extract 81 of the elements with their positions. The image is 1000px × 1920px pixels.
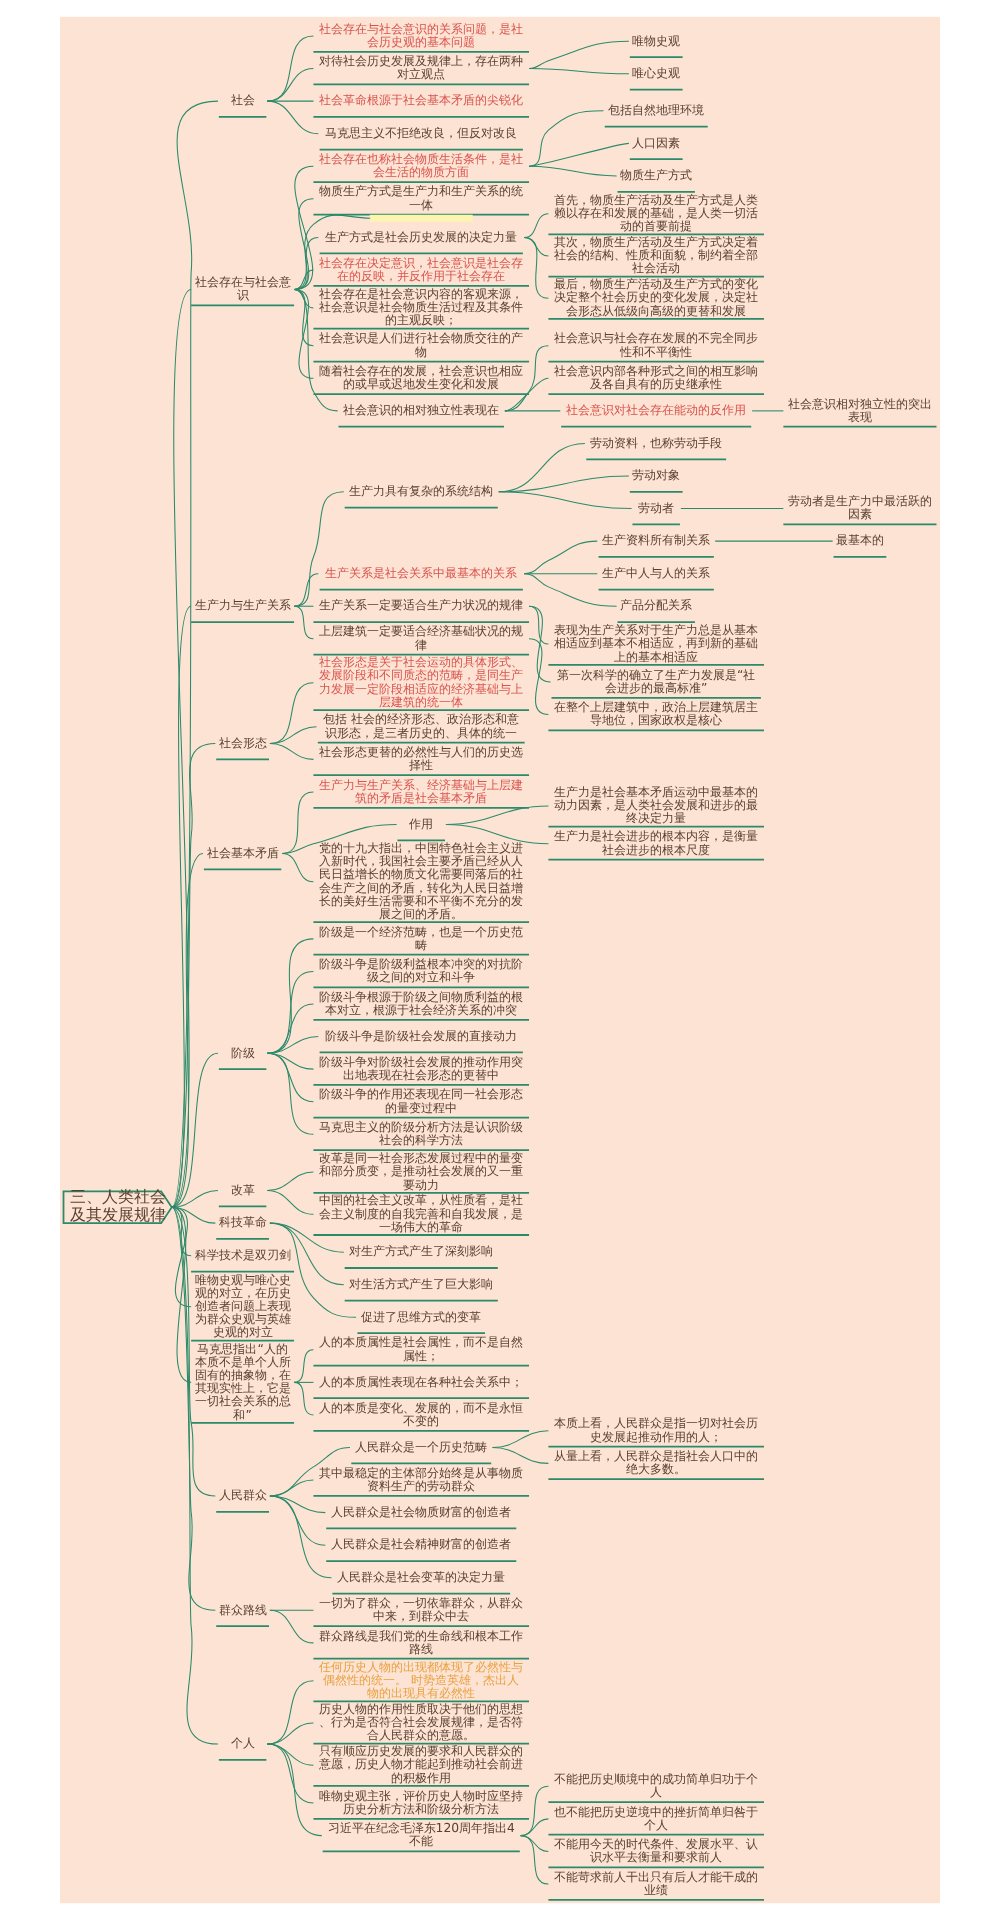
connector <box>266 1743 323 1837</box>
connector <box>269 1479 314 1497</box>
connector <box>528 40 630 70</box>
connector <box>269 682 314 745</box>
connector <box>293 214 371 290</box>
connector <box>266 100 314 102</box>
connector <box>266 938 314 1054</box>
connector <box>269 1609 314 1644</box>
connector <box>266 35 314 102</box>
connector <box>528 110 604 167</box>
connector <box>293 165 314 290</box>
connector <box>171 1206 216 1611</box>
connector <box>523 213 549 239</box>
connector <box>520 1818 549 1837</box>
connector <box>269 1222 357 1318</box>
connector <box>281 791 314 855</box>
connector <box>171 1206 216 1497</box>
connector <box>266 1722 314 1745</box>
connector <box>714 540 834 542</box>
connector <box>171 1206 192 1383</box>
connector <box>528 605 552 683</box>
connector <box>293 237 319 290</box>
connector <box>293 1349 314 1383</box>
connector <box>269 1222 345 1286</box>
connector <box>269 726 318 745</box>
connector <box>293 198 314 290</box>
connector <box>171 288 192 1208</box>
connector <box>504 410 561 412</box>
connector <box>504 377 549 412</box>
connector <box>751 410 784 412</box>
connector <box>266 1190 314 1215</box>
connector <box>293 288 314 379</box>
connector <box>171 1206 192 1308</box>
connector <box>171 743 216 1208</box>
connector <box>266 68 314 102</box>
connector <box>266 970 314 1054</box>
connector <box>293 288 339 412</box>
connector <box>171 605 192 1208</box>
connector <box>523 540 598 575</box>
connector <box>293 573 319 607</box>
connector <box>171 100 219 1208</box>
connector <box>266 1052 314 1135</box>
connector <box>492 1447 549 1464</box>
connector <box>528 165 618 177</box>
connector <box>266 1003 314 1054</box>
connector <box>528 68 630 75</box>
connector <box>281 853 314 883</box>
connector <box>171 1052 219 1208</box>
connector <box>523 573 598 575</box>
connector <box>520 1835 549 1885</box>
connector <box>269 1447 351 1497</box>
connector <box>171 1190 219 1208</box>
connector <box>266 1036 319 1054</box>
connector <box>269 1222 345 1253</box>
connector <box>528 638 549 715</box>
connector <box>293 605 314 640</box>
connector <box>171 1206 219 1745</box>
connector <box>171 853 204 1208</box>
connector <box>293 269 314 290</box>
connector <box>528 605 549 645</box>
connector <box>269 1495 332 1579</box>
connector <box>520 1785 549 1837</box>
connector <box>293 491 345 607</box>
connector <box>266 1680 314 1745</box>
connector <box>523 237 549 257</box>
connector <box>293 1381 314 1383</box>
connector <box>269 743 314 760</box>
node-bar <box>369 214 473 222</box>
connector <box>445 823 549 845</box>
connector <box>528 142 630 167</box>
connector <box>680 508 784 510</box>
connector <box>293 1381 314 1416</box>
connector <box>293 605 314 607</box>
connector <box>504 345 549 412</box>
connector <box>266 100 319 135</box>
connector <box>523 237 549 299</box>
connector <box>492 1430 549 1449</box>
connector <box>281 823 398 855</box>
connector <box>523 573 618 607</box>
connector <box>266 1171 314 1192</box>
connector <box>498 491 633 510</box>
